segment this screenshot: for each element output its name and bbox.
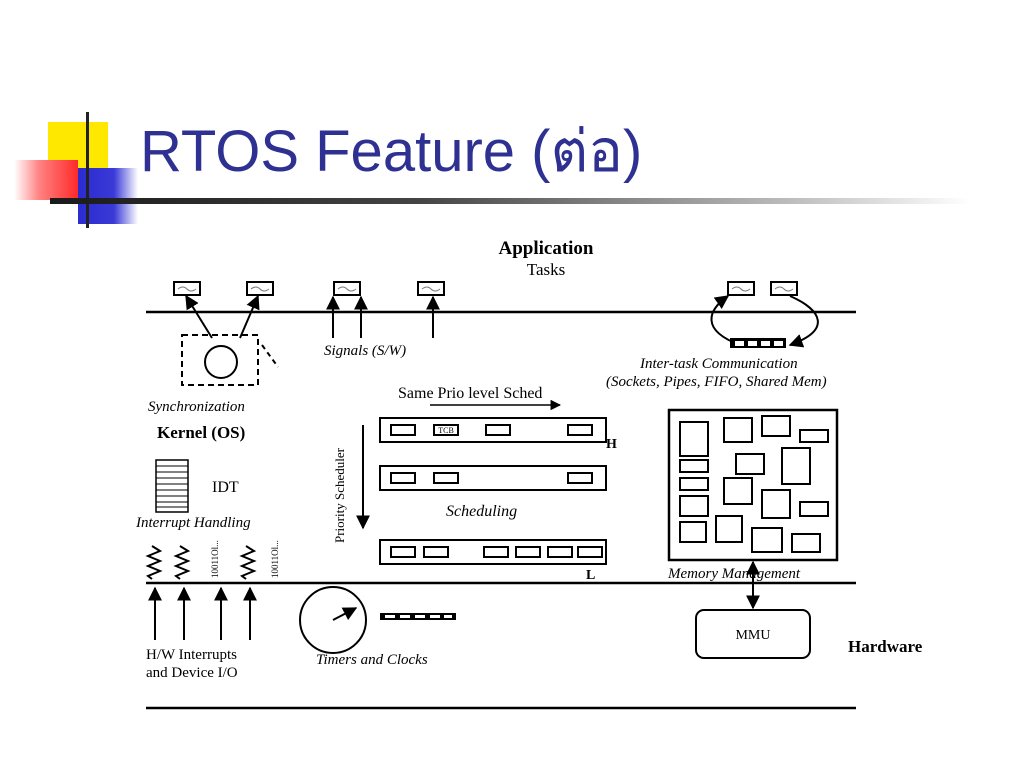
slide-title: RTOS Feature (ต่อ)	[140, 119, 643, 184]
sync-arrow-1	[185, 294, 213, 339]
hw-interrupts-label-2: and Device I/O	[146, 665, 238, 681]
interrupt-signals	[145, 545, 257, 580]
hw-interrupts-label-1: H/W Interrupts	[146, 647, 237, 663]
idt-table	[155, 459, 189, 513]
ready-queue-low	[379, 539, 607, 565]
deco-red-square	[14, 160, 78, 200]
mmu-box	[695, 609, 811, 659]
intertask-arrow-left	[710, 295, 741, 346]
title-rule	[50, 198, 970, 204]
memory-segments	[679, 415, 829, 553]
bits-label-2: 10011Ol...	[270, 540, 280, 578]
sync-circle	[204, 345, 238, 379]
hw-interrupt-arrows	[148, 586, 257, 640]
interrupt-handling-label: Interrupt Handling	[135, 515, 251, 531]
same-prio-label: Same Prio level Sched	[398, 385, 542, 402]
ready-queue-mid	[379, 465, 607, 491]
kernel-label: Kernel (OS)	[157, 423, 245, 442]
memory-management-label: Memory Management	[667, 566, 801, 582]
application-label: Application	[498, 238, 593, 259]
hardware-label: Hardware	[848, 637, 923, 656]
tasks-label: Tasks	[527, 260, 565, 279]
deco-vertical-line	[86, 112, 89, 228]
sync-dashed-box	[181, 334, 259, 386]
task-icons	[173, 281, 798, 296]
sync-arrow-2	[239, 294, 260, 339]
mmu-label: MMU	[735, 628, 770, 643]
scheduling-label: Scheduling	[446, 503, 517, 520]
high-label: H	[606, 437, 617, 452]
signals-label: Signals (S/W)	[324, 343, 406, 359]
synchronization-label: Synchronization	[148, 399, 245, 415]
intertask-label-1: Inter-task Communication	[639, 356, 798, 372]
ready-queue-high	[379, 417, 607, 443]
bits-label-1: 10011Ol...	[210, 540, 220, 578]
idt-label: IDT	[212, 479, 239, 496]
intertask-arrow-right	[788, 295, 819, 348]
low-label: L	[586, 568, 595, 583]
intertask-label-2: (Sockets, Pipes, FIFO, Shared Mem)	[606, 374, 827, 390]
priority-scheduler-label: Priority Scheduler	[332, 447, 347, 543]
tcb-label: TCB	[438, 426, 454, 435]
timers-label: Timers and Clocks	[316, 652, 428, 668]
intertask-queue	[730, 338, 786, 348]
